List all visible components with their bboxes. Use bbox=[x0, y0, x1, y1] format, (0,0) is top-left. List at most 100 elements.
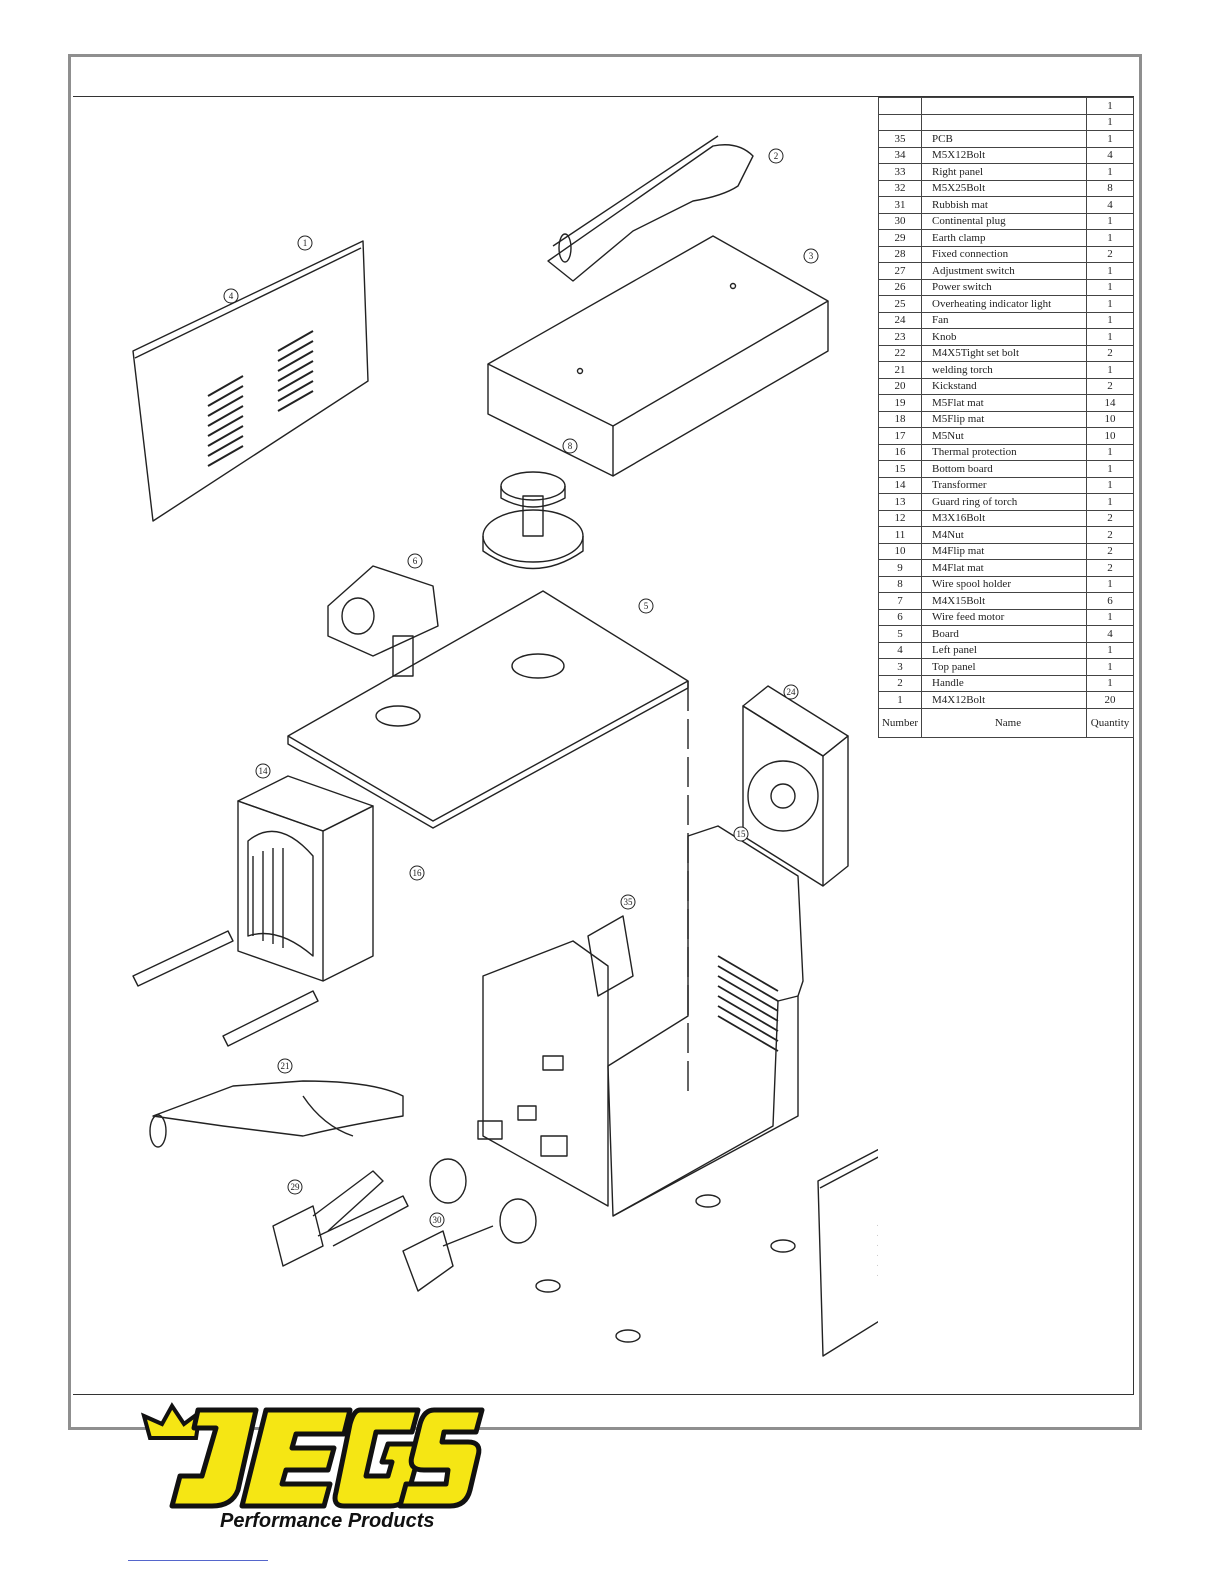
parts-cell-num: 12 bbox=[878, 509, 922, 527]
callout-35: 35 bbox=[620, 894, 636, 910]
parts-cell-num: 16 bbox=[878, 443, 922, 461]
parts-cell-name: PCB bbox=[921, 130, 1087, 148]
parts-cell-num: 18 bbox=[878, 410, 922, 428]
callout-29: 29 bbox=[287, 1179, 303, 1195]
callout-14: 14 bbox=[255, 763, 271, 779]
parts-cell-name: Rubbish mat bbox=[921, 196, 1087, 214]
callout-label: 30 bbox=[433, 1215, 443, 1225]
parts-cell-name: Right panel bbox=[921, 163, 1087, 181]
parts-cell-name: M4Nut bbox=[921, 526, 1087, 544]
parts-cell-qty: 1 bbox=[1086, 212, 1134, 230]
parts-cell-name: Wire spool holder bbox=[921, 575, 1087, 593]
parts-cell-num: 11 bbox=[878, 526, 922, 544]
welding-torch-part bbox=[149, 1080, 404, 1148]
continental-plug-part bbox=[402, 1225, 494, 1292]
parts-cell-qty: 2 bbox=[1086, 559, 1134, 577]
callout-label: 3 bbox=[809, 251, 814, 261]
parts-cell-qty: 1 bbox=[1086, 641, 1134, 659]
parts-cell-name: Fixed connection bbox=[921, 245, 1087, 263]
parts-cell-qty: 1 bbox=[1086, 311, 1134, 329]
exploded-parts-diagram: 1 2 3 4 5 6 8 14 15 16 21 24 29 30 33 35 bbox=[132, 135, 878, 1357]
parts-cell-name: Top panel bbox=[921, 658, 1087, 676]
callout-15: 15 bbox=[733, 826, 749, 842]
parts-cell-num: 4 bbox=[878, 641, 922, 659]
parts-cell-name: Thermal protection bbox=[921, 443, 1087, 461]
callout-24: 24 bbox=[783, 684, 799, 700]
parts-cell-qty: 6 bbox=[1086, 592, 1134, 610]
transformer-part bbox=[237, 775, 374, 982]
parts-cell-qty: 1 bbox=[1086, 278, 1134, 296]
parts-cell-qty: 2 bbox=[1086, 377, 1134, 395]
parts-cell-num: 32 bbox=[878, 179, 922, 197]
parts-cell-qty: 1 bbox=[1086, 262, 1134, 280]
callout-label: 14 bbox=[259, 766, 269, 776]
parts-cell-name: Overheating indicator light bbox=[921, 295, 1087, 313]
parts-cell-name: M4X5Tight set bolt bbox=[921, 344, 1087, 362]
callout-label: 21 bbox=[281, 1061, 290, 1071]
parts-cell-num: 24 bbox=[878, 311, 922, 329]
right-panel-part bbox=[817, 1148, 878, 1357]
parts-cell-num: 26 bbox=[878, 278, 922, 296]
parts-cell-name: Power switch bbox=[921, 278, 1087, 296]
callout-label: 4 bbox=[229, 291, 234, 301]
callout-label: 6 bbox=[413, 556, 418, 566]
parts-cell-qty: 1 bbox=[1086, 113, 1134, 131]
parts-cell-name: Wire feed motor bbox=[921, 608, 1087, 626]
parts-cell-qty: 4 bbox=[1086, 196, 1134, 214]
parts-cell-num: 25 bbox=[878, 295, 922, 313]
fan-part bbox=[742, 685, 849, 887]
wire-spool-holder-part bbox=[482, 471, 584, 570]
parts-cell-qty: 1 bbox=[1086, 674, 1134, 692]
parts-cell-name: M4Flat mat bbox=[921, 559, 1087, 577]
callout-3: 3 bbox=[803, 248, 819, 264]
parts-cell-name: Handle bbox=[921, 674, 1087, 692]
parts-cell-num: 17 bbox=[878, 427, 922, 445]
page-frame bbox=[68, 54, 1142, 1430]
table-row: 1 bbox=[878, 113, 1134, 131]
parts-cell-num: 21 bbox=[878, 361, 922, 379]
parts-cell-num bbox=[878, 113, 922, 131]
parts-cell-name: Board bbox=[921, 625, 1087, 643]
callout-5: 5 bbox=[638, 598, 654, 614]
callout-label: 29 bbox=[291, 1182, 301, 1192]
parts-cell-qty: 1 bbox=[1086, 295, 1134, 313]
parts-cell-name: M5Flip mat bbox=[921, 410, 1087, 428]
parts-cell-qty: 1 bbox=[1086, 328, 1134, 346]
jegs-logo bbox=[140, 1402, 485, 1509]
parts-cell-qty: 10 bbox=[1086, 410, 1134, 428]
parts-cell-num: 1 bbox=[878, 691, 922, 709]
callout-8: 8 bbox=[562, 438, 578, 454]
parts-cell-qty: 1 bbox=[1086, 575, 1134, 593]
rubbish-mat-part bbox=[535, 1194, 796, 1343]
parts-cell-num: 34 bbox=[878, 146, 922, 164]
parts-cell-qty: 4 bbox=[1086, 146, 1134, 164]
parts-cell-name: Adjustment switch bbox=[921, 262, 1087, 280]
header-quantity: Quantity bbox=[1086, 707, 1134, 738]
top-panel-part bbox=[487, 235, 829, 477]
bottom-board-part bbox=[607, 825, 804, 1217]
parts-cell-name: Guard ring of torch bbox=[921, 493, 1087, 511]
parts-cell-qty: 1 bbox=[1086, 163, 1134, 181]
earth-clamp-part bbox=[272, 1170, 409, 1267]
parts-cell-qty: 1 bbox=[1086, 476, 1134, 494]
parts-cell-name: Bottom board bbox=[921, 460, 1087, 478]
header-name: Name bbox=[921, 707, 1087, 738]
callout-16: 16 bbox=[409, 865, 425, 881]
